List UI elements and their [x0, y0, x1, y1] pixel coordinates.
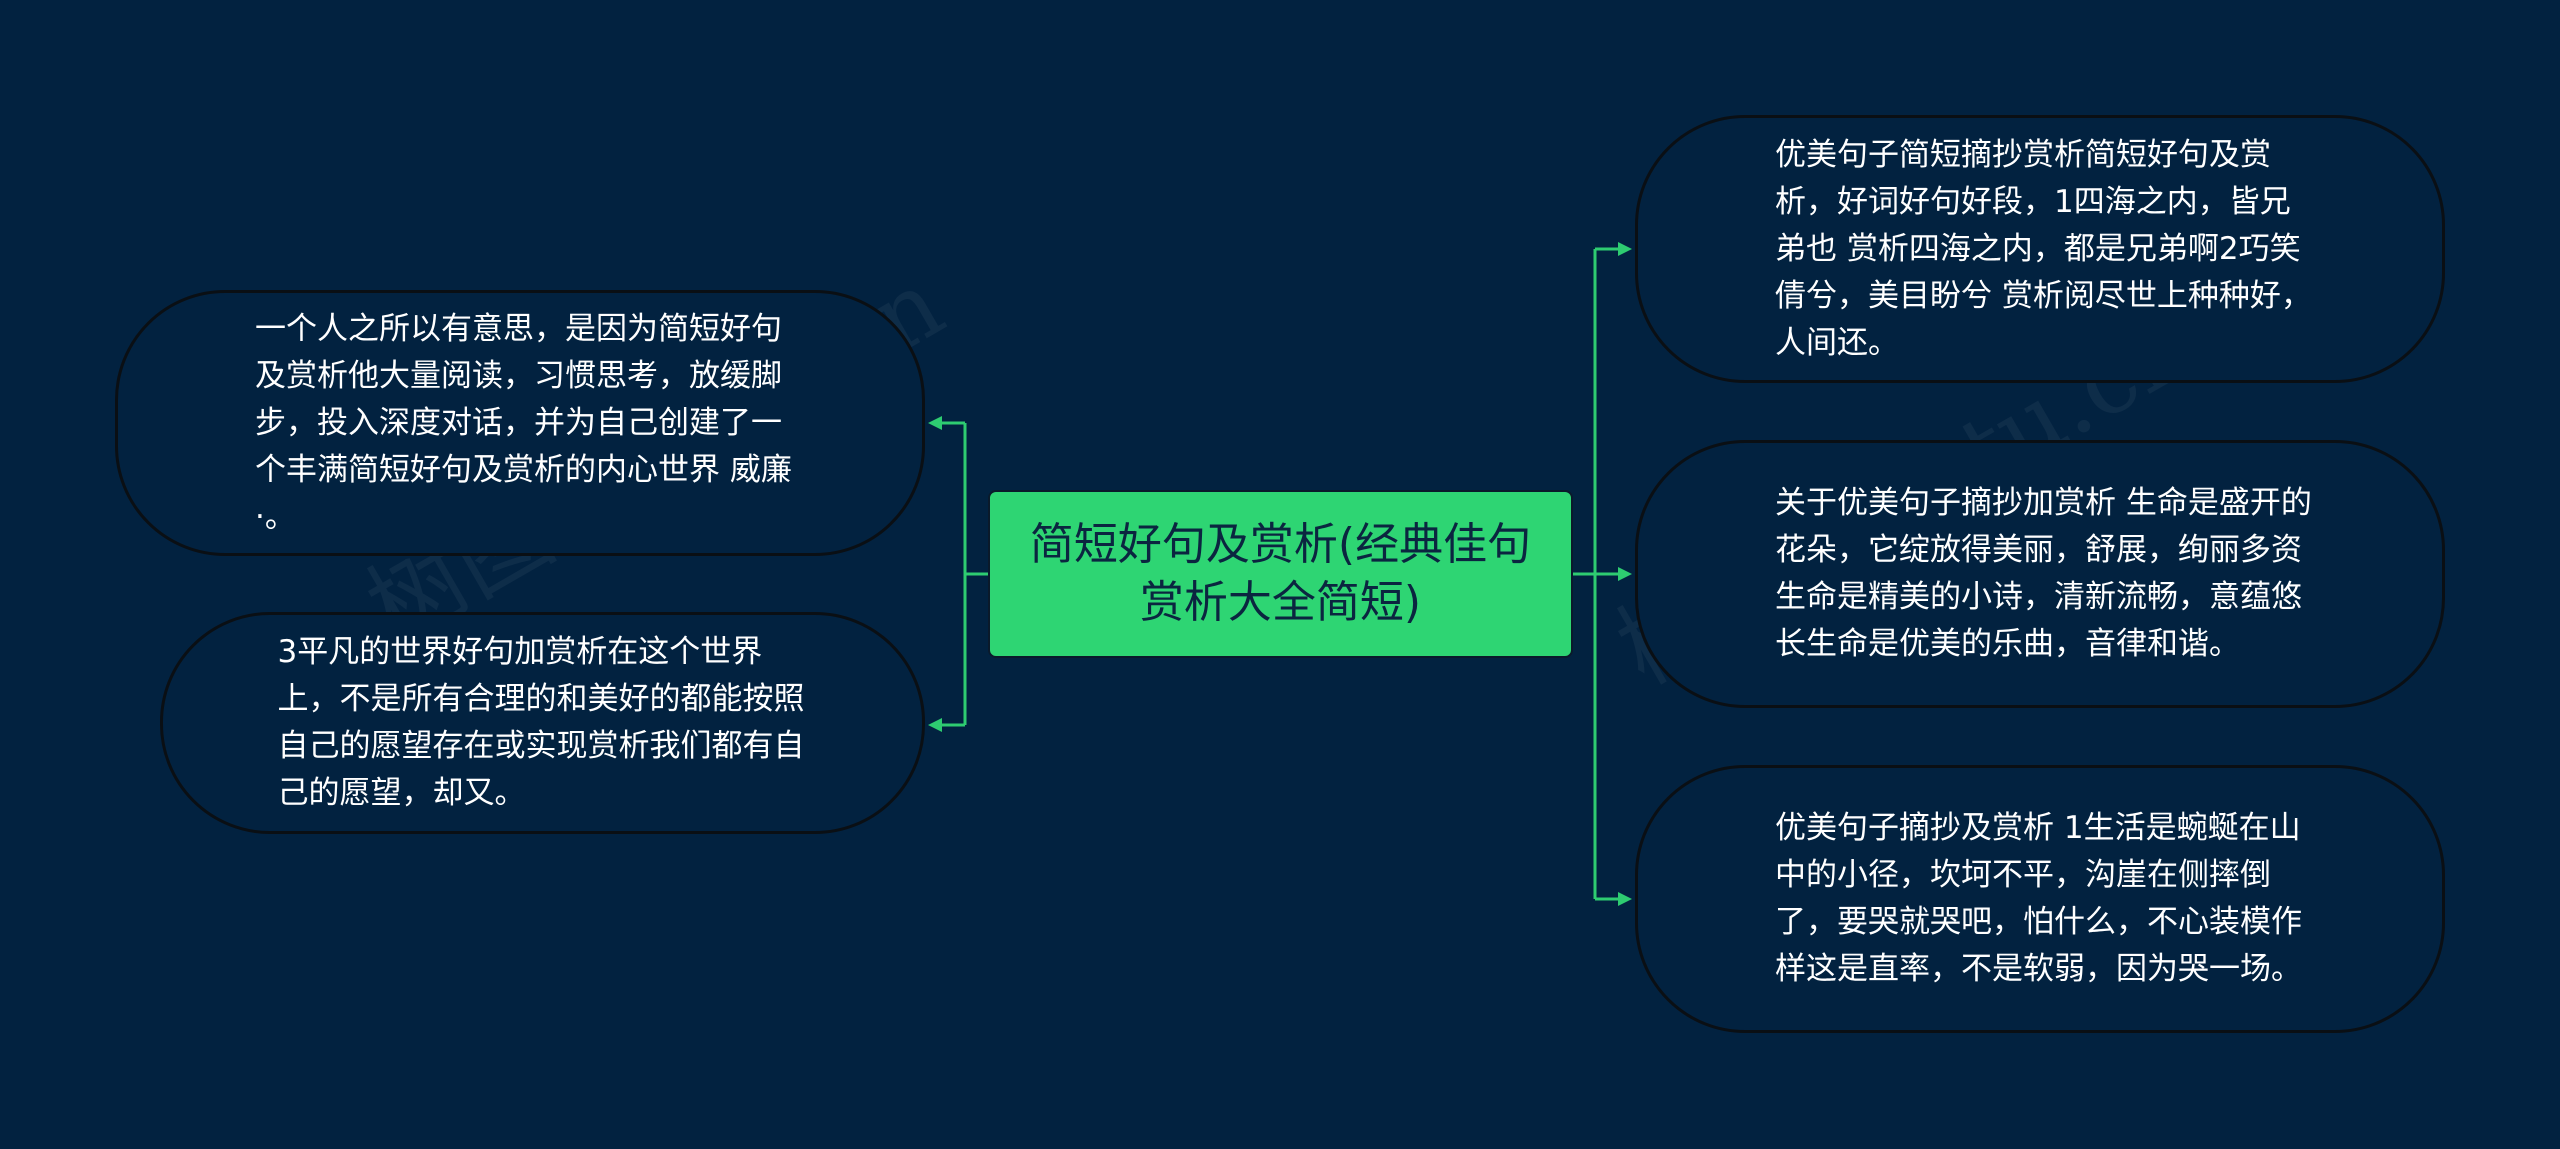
leaf-node-label: 一个人之所以有意思，是因为简短好句及赏析他大量阅读，习惯思考，放缓脚步，投入深度… [255, 310, 792, 535]
connector-right-trunk [1573, 249, 1597, 899]
arrowhead-left-1 [928, 416, 942, 430]
central-node[interactable]: 简短好句及赏析(经典佳句赏析大全简短) [988, 490, 1573, 658]
leaf-node-label: 优美句子摘抄及赏析 1生活是蜿蜒在山中的小径，坎坷不平，沟崖在侧摔倒了，要哭就哭… [1775, 810, 2302, 987]
connector-left-trunk [963, 423, 988, 725]
leaf-node-label: 优美句子简短摘抄赏析简短好句及赏析，好词好句好段，1四海之内，皆兄弟也 赏析四海… [1775, 136, 2312, 361]
leaf-node-left-1[interactable]: 一个人之所以有意思，是因为简短好句及赏析他大量阅读，习惯思考，放缓脚步，投入深度… [115, 290, 925, 556]
arrowhead-left-2 [928, 718, 942, 732]
leaf-node-right-3[interactable]: 优美句子摘抄及赏析 1生活是蜿蜒在山中的小径，坎坷不平，沟崖在侧摔倒了，要哭就哭… [1635, 765, 2445, 1033]
arrowhead-right-1 [1618, 242, 1632, 256]
arrowhead-right-3 [1618, 892, 1632, 906]
leaf-node-left-2[interactable]: 3平凡的世界好句加赏析在这个世界上，不是所有合理的和美好的都能按照自己的愿望存在… [160, 612, 925, 834]
arrowhead-right-2 [1618, 567, 1632, 581]
central-node-label: 简短好句及赏析(经典佳句赏析大全简短) [1029, 519, 1532, 628]
leaf-node-right-2[interactable]: 关于优美句子摘抄加赏析 生命是盛开的花朵，它绽放得美丽，舒展，绚丽多资生命是精美… [1635, 440, 2445, 708]
leaf-node-label: 关于优美句子摘抄加赏析 生命是盛开的花朵，它绽放得美丽，舒展，绚丽多资生命是精美… [1775, 485, 2312, 662]
leaf-node-label: 3平凡的世界好句加赏析在这个世界上，不是所有合理的和美好的都能按照自己的愿望存在… [277, 634, 805, 811]
leaf-node-right-1[interactable]: 优美句子简短摘抄赏析简短好句及赏析，好词好句好段，1四海之内，皆兄弟也 赏析四海… [1635, 115, 2445, 383]
